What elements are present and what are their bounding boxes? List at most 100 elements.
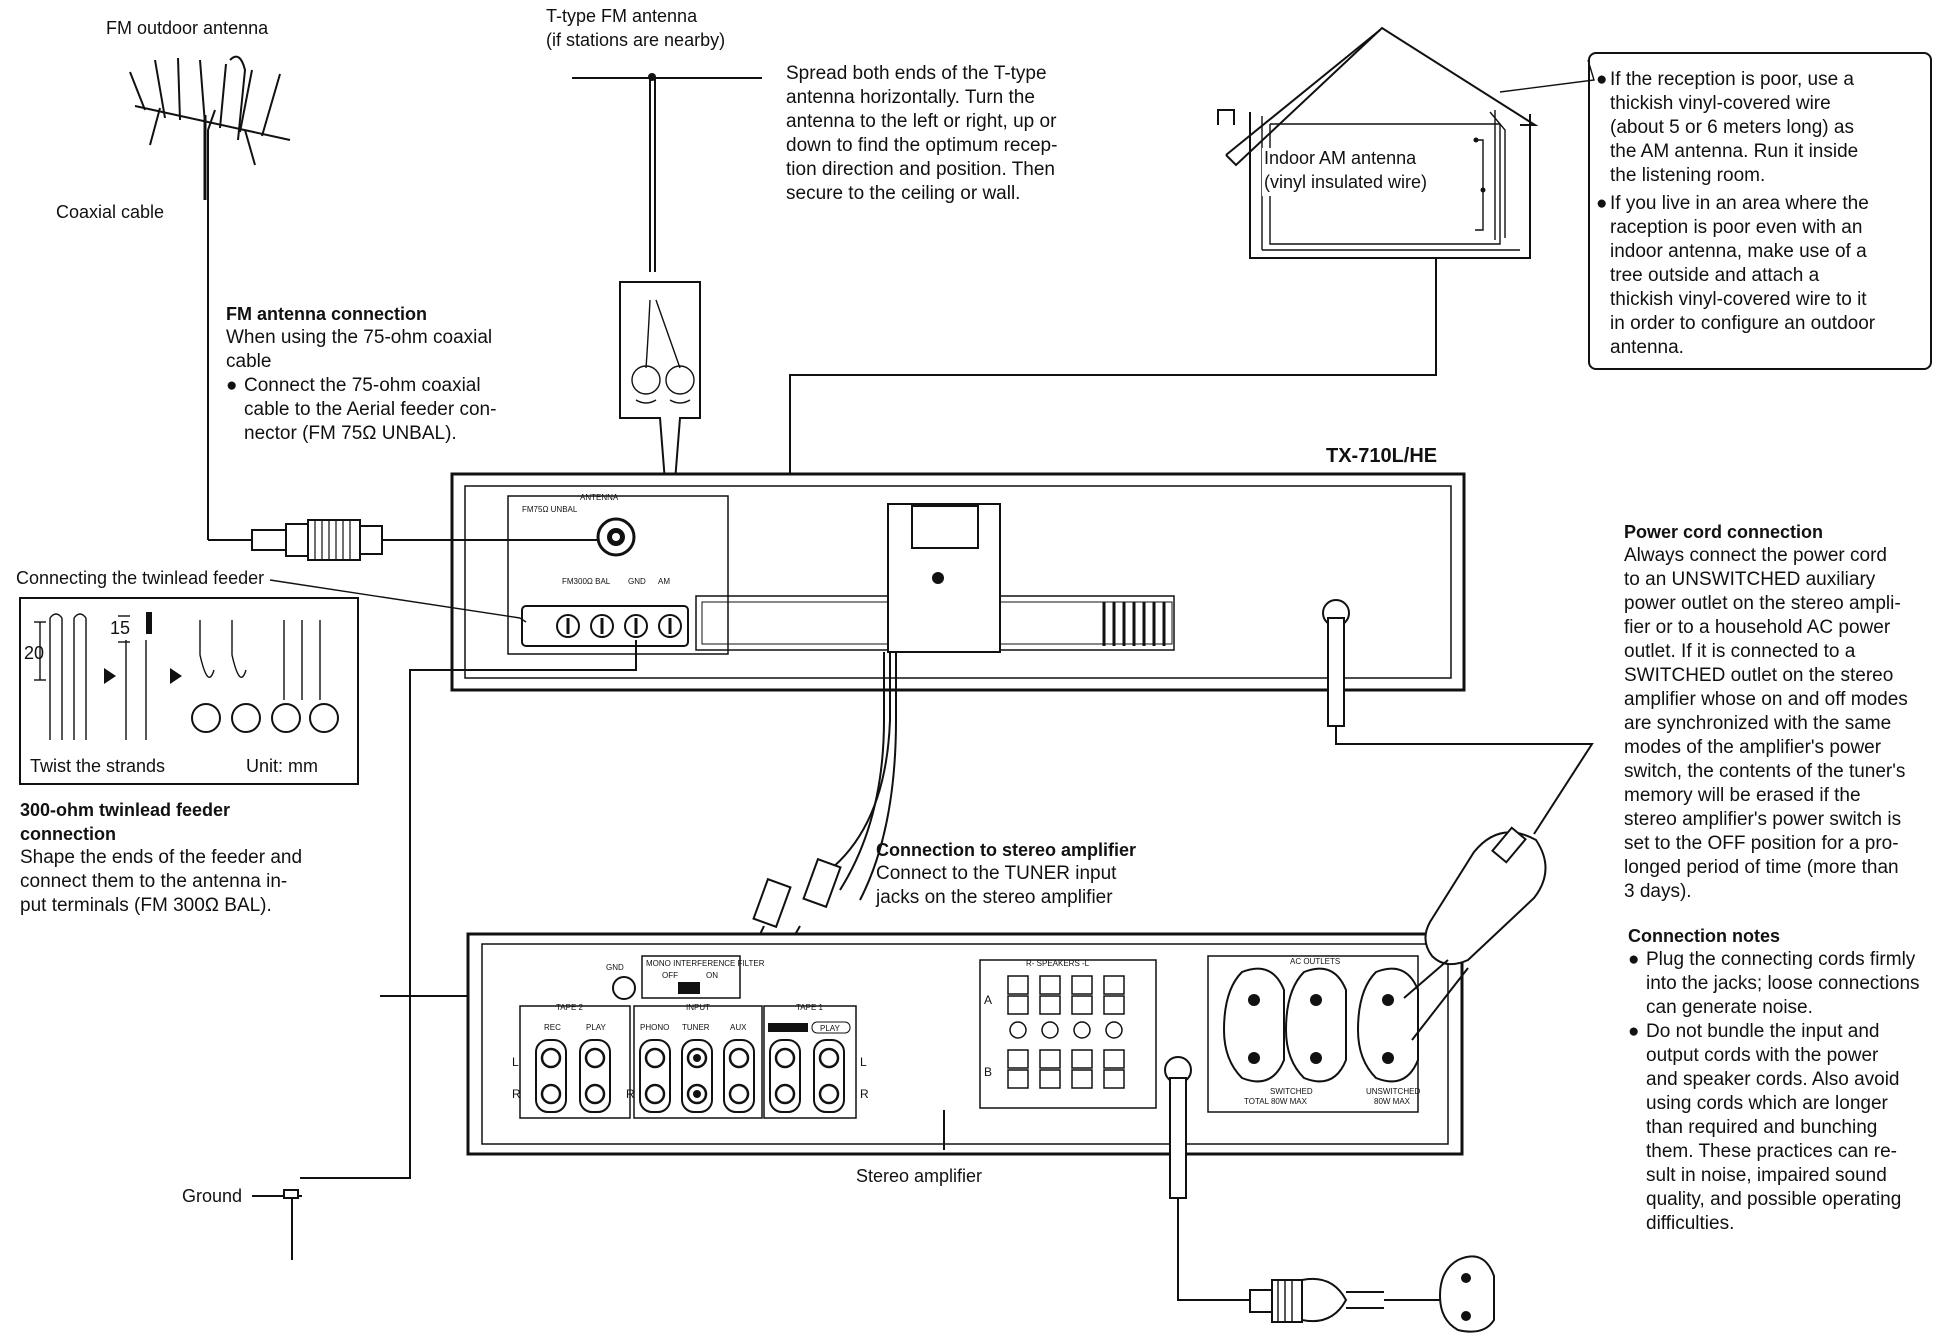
filter-off-label: OFF bbox=[662, 971, 678, 980]
twinlead-inset: 20 15 Twist the strands Unit: mm bbox=[19, 579, 527, 785]
bullet-icon: ● bbox=[226, 375, 238, 396]
twin-conn-line: connect them to the antenna in- bbox=[20, 871, 288, 892]
ttype-desc-line: Spread both ends of the T-type bbox=[786, 63, 1047, 84]
tuner-gnd-label: GND bbox=[628, 577, 646, 586]
note-line: them. These practices can re- bbox=[1646, 1141, 1897, 1162]
power-line: are synchronized with the same bbox=[1624, 713, 1892, 734]
switched-max-label: TOTAL 80W MAX bbox=[1244, 1097, 1308, 1106]
note-line: can generate noise. bbox=[1646, 997, 1813, 1018]
unit-label: Unit: mm bbox=[246, 756, 318, 776]
power-line: Always connect the power cord bbox=[1624, 545, 1887, 566]
dim-15-label: 15 bbox=[110, 618, 130, 638]
note-line: sult in noise, impaired sound bbox=[1646, 1165, 1887, 1186]
note-line: into the jacks; loose connections bbox=[1646, 973, 1920, 994]
am-note-line: the AM antenna. Run it inside bbox=[1610, 141, 1859, 162]
power-line: SWITCHED outlet on the stereo bbox=[1624, 665, 1894, 686]
note-line: difficulties. bbox=[1646, 1213, 1735, 1234]
fm-outdoor-label: FM outdoor antenna bbox=[106, 18, 269, 38]
fm-conn-bullet: cable to the Aerial feeder con- bbox=[244, 399, 497, 420]
t-type-antenna-drawing bbox=[572, 73, 762, 546]
tuner-am-label: AM bbox=[658, 577, 670, 586]
fm-antenna-connection: FM antenna connection When using the 75-… bbox=[226, 302, 550, 446]
twin-conn-title: connection bbox=[20, 824, 117, 844]
am-note-line: in order to configure an outdoor bbox=[1610, 313, 1876, 334]
row-a-label: A bbox=[984, 993, 992, 1007]
twist-label: Twist the strands bbox=[30, 756, 165, 776]
bullet-icon: ● bbox=[1596, 193, 1608, 214]
ground-wire bbox=[300, 640, 637, 1179]
tuner-fm75-label: FM75Ω UNBAL bbox=[522, 505, 578, 514]
am-note-line: tree outside and attach a bbox=[1610, 265, 1820, 286]
am-note-line: antenna. bbox=[1610, 337, 1684, 358]
tuner-rear-panel: ANTENNA FM75Ω UNBAL FM300Ω BAL GND AM bbox=[450, 472, 1466, 727]
tape1-label: TAPE 1 bbox=[796, 1003, 824, 1012]
row-b-label: B bbox=[984, 1065, 992, 1079]
am-note-line: the listening room. bbox=[1610, 165, 1766, 186]
stereo-conn-line: jacks on the stereo amplifier bbox=[876, 887, 1113, 908]
fm-conn-bullet: nector (FM 75Ω UNBAL). bbox=[244, 423, 457, 444]
indoor-am-label-1: Indoor AM antenna bbox=[1264, 148, 1417, 168]
power-line: stereo amplifier's power switch is bbox=[1624, 809, 1902, 830]
ttype-label-1: T-type FM antenna bbox=[546, 6, 698, 26]
bullet-icon: ● bbox=[1628, 1021, 1640, 1042]
amp-power-cord bbox=[1177, 1198, 1495, 1333]
am-notes-box: ● If the reception is poor, use a thicki… bbox=[1588, 52, 1932, 370]
unswitched-label: UNSWITCHED bbox=[1366, 1087, 1420, 1096]
ttype-desc-line: down to find the optimum recep- bbox=[786, 135, 1058, 156]
twinlead-title: Connecting the twinlead feeder bbox=[16, 568, 264, 588]
unswitched-max-label: 80W MAX bbox=[1374, 1097, 1411, 1106]
stereo-amplifier-panel: GND MONO INTERFERENCE FILTER OFF ON TAPE… bbox=[466, 932, 1464, 1199]
am-note-line: thickish vinyl-covered wire to it bbox=[1610, 289, 1867, 310]
bullet-icon: ● bbox=[1596, 69, 1608, 90]
ground-label: Ground bbox=[182, 1186, 242, 1206]
notes-title: Connection notes bbox=[1628, 926, 1780, 946]
note-line: using cords which are longer bbox=[1646, 1093, 1888, 1114]
tuner-fm300-label: FM300Ω BAL bbox=[562, 577, 611, 586]
tape2-label: TAPE 2 bbox=[556, 1003, 584, 1012]
power-line: amplifier whose on and off modes bbox=[1624, 689, 1908, 710]
ttype-label-2: (if stations are nearby) bbox=[546, 30, 725, 50]
amp-r-left: R bbox=[512, 1087, 521, 1101]
connection-notes: Connection notes ● Plug the connecting c… bbox=[1628, 924, 1944, 1236]
stereo-amp-label: Stereo amplifier bbox=[856, 1166, 982, 1186]
power-line: modes of the amplifier's power bbox=[1624, 737, 1882, 758]
power-conn-title: Power cord connection bbox=[1624, 522, 1824, 542]
power-line: fier or to a household AC power bbox=[1624, 617, 1891, 638]
note-line: Plug the connecting cords firmly bbox=[1646, 949, 1916, 970]
am-note-line: thickish vinyl-covered wire bbox=[1610, 93, 1831, 114]
twin-conn-line: put terminals (FM 300Ω BAL). bbox=[20, 895, 272, 916]
stereo-conn-title: Connection to stereo amplifier bbox=[876, 840, 1137, 860]
ttype-desc-line: tion direction and position. Then bbox=[786, 159, 1055, 180]
note-line: quality, and possible operating bbox=[1646, 1189, 1902, 1210]
fm-conn-line: cable bbox=[226, 351, 272, 372]
power-line: outlet. If it is connected to a bbox=[1624, 641, 1856, 662]
coaxial-connector bbox=[208, 519, 598, 561]
twin-conn-title: 300-ohm twinlead feeder bbox=[20, 800, 231, 820]
dim-20-label: 20 bbox=[24, 643, 44, 663]
note-line: than required and bunching bbox=[1646, 1117, 1878, 1138]
ground-stake bbox=[252, 1189, 302, 1260]
fm-conn-bullet: Connect the 75-ohm coaxial bbox=[244, 375, 481, 396]
filter-label: MONO INTERFERENCE FILTER bbox=[646, 959, 765, 968]
note-line: output cords with the power bbox=[1646, 1045, 1879, 1066]
power-line: 3 days). bbox=[1624, 881, 1692, 902]
am-note-line: indoor antenna, make use of a bbox=[1610, 241, 1867, 262]
ttype-desc-line: antenna to the left or right, up or bbox=[786, 111, 1057, 132]
tuner-label: TUNER bbox=[682, 1023, 710, 1032]
power-line: to an UNSWITCHED auxiliary bbox=[1624, 569, 1876, 590]
amp-r-right: R bbox=[860, 1087, 869, 1101]
house-indoor-am-antenna: Indoor AM antenna (vinyl insulated wire) bbox=[1217, 26, 1595, 259]
am-note-line: raception is poor even with an bbox=[1610, 217, 1863, 238]
ttype-description: Spread both ends of the T-type antenna h… bbox=[786, 62, 1108, 206]
speakers-label: R- SPEAKERS -L bbox=[1026, 959, 1090, 968]
am-note-line: If you live in an area where the bbox=[1610, 193, 1869, 214]
note-line: Do not bundle the input and bbox=[1646, 1021, 1880, 1042]
amp-l-right: L bbox=[860, 1055, 867, 1069]
twin-conn-line: Shape the ends of the feeder and bbox=[20, 847, 303, 868]
play1-label: PLAY bbox=[820, 1024, 841, 1033]
tuner-antenna-label: ANTENNA bbox=[580, 493, 619, 502]
ttype-desc-line: antenna horizontally. Turn the bbox=[786, 87, 1035, 108]
power-line: set to the OFF position for a pro- bbox=[1624, 833, 1899, 854]
